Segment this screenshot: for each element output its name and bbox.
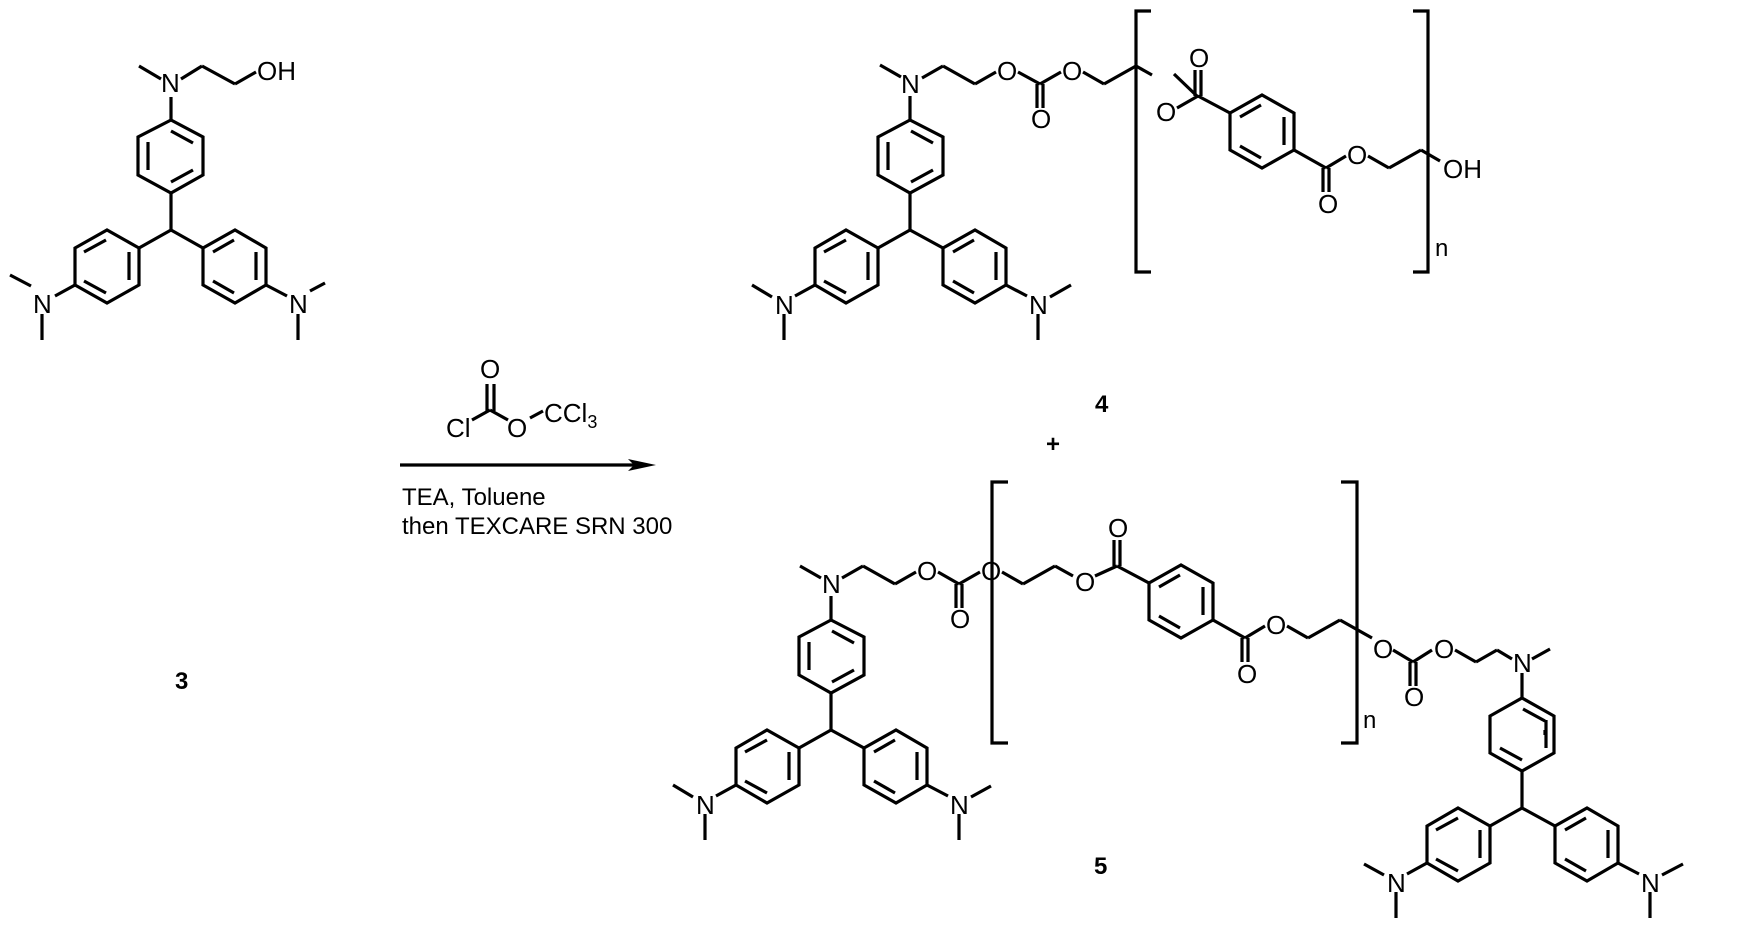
atom-cl: Cl xyxy=(446,413,471,443)
atom-n: N xyxy=(1387,868,1406,898)
atom-n: N xyxy=(1641,868,1660,898)
atom-o: O xyxy=(1237,659,1257,689)
atom-n: N xyxy=(822,569,841,599)
atom-n: N xyxy=(33,289,52,319)
atom-o: O xyxy=(1108,513,1128,543)
compound-label-3: 3 xyxy=(175,668,188,695)
atom-o: O xyxy=(1266,610,1286,640)
atom-o: O xyxy=(981,556,1001,586)
end-group-oh: OH xyxy=(1443,154,1482,184)
repeat-subscript-n: n xyxy=(1435,235,1448,262)
atom-n: N xyxy=(161,68,180,98)
atom-o: O xyxy=(1189,43,1209,73)
conditions-line-1: TEA, Toluene xyxy=(402,484,546,511)
reagent-trichloromethyl-chloroformate: O Cl O CCl3 xyxy=(446,354,597,443)
atom-n: N xyxy=(1029,290,1048,320)
atom-o: O xyxy=(1373,634,1393,664)
atom-o: O xyxy=(1156,97,1176,127)
atom-o: O xyxy=(1404,682,1424,712)
subscript: 3 xyxy=(587,412,597,432)
compound-5: N O O O O O O O n O O O N N N N N xyxy=(672,480,1684,918)
atom-o: O xyxy=(1318,189,1338,219)
atom-n: N xyxy=(289,289,308,319)
atom-o: O xyxy=(997,56,1017,86)
atom-o: O xyxy=(950,604,970,634)
conditions-line-2: then TEXCARE SRN 300 xyxy=(402,513,672,540)
svg-text:CCl3: CCl3 xyxy=(544,398,597,432)
atom-o: O xyxy=(507,413,527,443)
atom-n: N xyxy=(950,790,969,820)
plus-sign: + xyxy=(1046,431,1060,458)
atom-o: O xyxy=(917,556,937,586)
compound-label-5: 5 xyxy=(1094,853,1107,880)
atom-o: O xyxy=(1031,104,1051,134)
atom-n: N xyxy=(775,290,794,320)
atom-o: O xyxy=(1062,56,1082,86)
compound-label-4: 4 xyxy=(1095,391,1109,418)
atom-o: O xyxy=(1347,140,1367,170)
atom-oh: OH xyxy=(257,56,296,86)
atom-n: N xyxy=(1513,648,1532,678)
atom-ccl3: CCl xyxy=(544,398,587,428)
atom-o: O xyxy=(480,354,500,384)
compound-3: N OH N N xyxy=(9,56,326,340)
atom-o: O xyxy=(1075,567,1095,597)
atom-n: N xyxy=(696,790,715,820)
atom-n: N xyxy=(901,69,920,99)
atom-o: O xyxy=(1434,634,1454,664)
reaction-arrow xyxy=(400,459,656,471)
repeat-subscript-n: n xyxy=(1363,707,1376,734)
compound-4: N O O O O O O O OH n N N xyxy=(751,9,1482,340)
